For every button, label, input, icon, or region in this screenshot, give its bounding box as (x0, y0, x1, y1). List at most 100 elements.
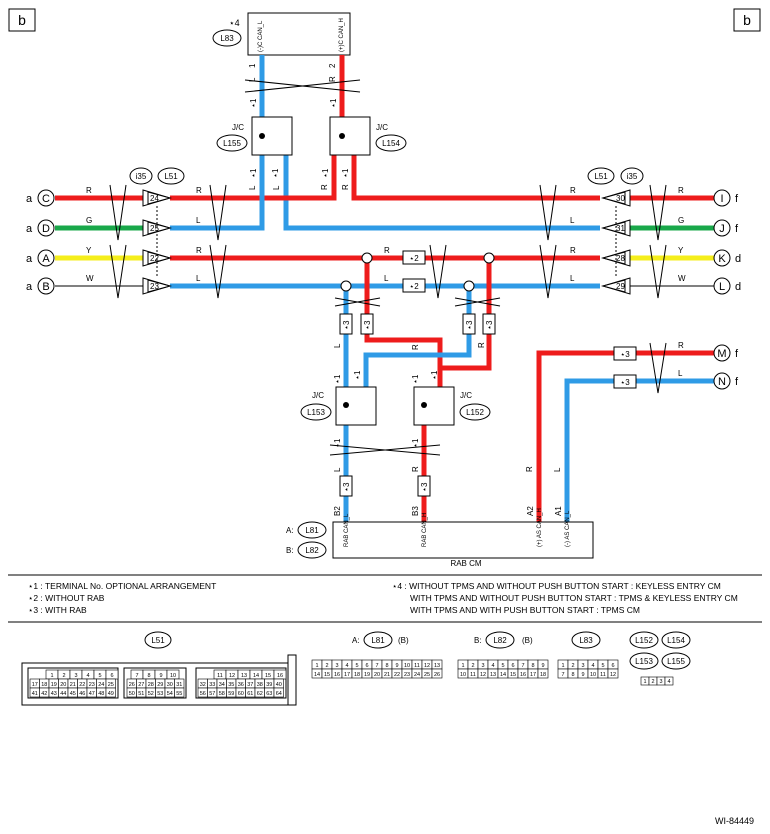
pin-number: 18 (354, 672, 360, 678)
page-marker-left: b (8, 8, 36, 32)
svg-text:L: L (196, 274, 201, 283)
svg-text:L: L (678, 369, 683, 378)
pin-number: 41 (32, 691, 38, 697)
jc-l154: J/C L154 (329, 116, 407, 156)
svg-text:R: R (411, 466, 420, 472)
svg-text:L51: L51 (151, 636, 165, 645)
svg-text:⋆1: ⋆1 (321, 168, 330, 178)
pin-number: 59 (228, 691, 234, 697)
pin-number: 9 (581, 672, 584, 678)
pin-number: 49 (108, 691, 114, 697)
svg-text:(+)C CAN_H: (+)C CAN_H (339, 18, 345, 52)
svg-text:RAB CAN_H: RAB CAN_H (422, 513, 428, 547)
svg-text:f: f (735, 376, 739, 388)
svg-text:a: a (26, 193, 33, 205)
svg-text:R: R (477, 342, 486, 348)
pin-number: 1 (561, 663, 564, 669)
pin-number: 44 (60, 691, 66, 697)
pin-number: 1 (461, 663, 464, 669)
pin-number: 7 (521, 663, 524, 669)
pin-number: 3 (659, 679, 662, 685)
pin-number: 45 (70, 691, 76, 697)
pin-number: 11 (414, 663, 420, 669)
pin-number: 39 (266, 682, 272, 688)
wire-labels: R G Y W R L R L R L R L R L R G Y W R L … (86, 63, 686, 472)
svg-text:⋆1: ⋆1 (333, 374, 342, 384)
pin-number: 17 (530, 672, 536, 678)
svg-text:A:: A: (286, 526, 294, 535)
svg-text:L153: L153 (635, 657, 653, 666)
pin-number: 19 (364, 672, 370, 678)
svg-text:⋆1: ⋆1 (249, 98, 258, 108)
svg-text:a: a (26, 253, 33, 265)
pin-number: 3 (581, 663, 584, 669)
svg-text:W: W (86, 274, 94, 283)
svg-text:⋆3: ⋆3 (420, 482, 429, 492)
svg-text:R: R (411, 344, 420, 350)
pin-number: 11 (217, 673, 223, 679)
svg-text:A:: A: (352, 636, 360, 645)
svg-text:28: 28 (616, 254, 625, 263)
svg-text:R: R (570, 186, 576, 195)
pin-number: 18 (41, 682, 47, 688)
pin-number: 47 (89, 691, 95, 697)
twist-symbols (109, 79, 667, 456)
svg-text:L154: L154 (382, 139, 400, 148)
svg-text:B2: B2 (333, 506, 342, 516)
svg-text:⋆3: ⋆3 (620, 378, 630, 387)
pin-cell (273, 687, 284, 698)
pin-number: 11 (600, 672, 606, 678)
pin-number: 12 (229, 673, 235, 679)
pin-number: 15 (510, 672, 516, 678)
svg-text:R: R (196, 186, 202, 195)
svg-text:J/C: J/C (376, 123, 388, 132)
pin-number: 61 (247, 691, 253, 697)
legend-right: ⋆4 : WITHOUT TPMS AND WITHOUT PUSH BUTTO… (392, 580, 738, 616)
pin-number: 26 (434, 672, 440, 678)
svg-text:L: L (196, 216, 201, 225)
pin-number: 43 (51, 691, 57, 697)
pin-number: 4 (591, 663, 594, 669)
pin-number: 56 (200, 691, 206, 697)
pin-number: 33 (209, 682, 215, 688)
svg-text:b: b (18, 12, 26, 28)
pin-cell (664, 676, 674, 686)
svg-text:2: 2 (328, 63, 337, 68)
pin-number: 20 (374, 672, 380, 678)
pin-number: 29 (157, 682, 163, 688)
svg-text:⋆1: ⋆1 (249, 168, 258, 178)
pin-number: 8 (147, 673, 150, 679)
note-2: ⋆2 : WITHOUT RAB (28, 593, 105, 603)
svg-text:L: L (272, 185, 281, 190)
pin-number: 9 (159, 673, 162, 679)
pin-number: 4 (86, 673, 89, 679)
pin-number: 15 (324, 672, 330, 678)
pin-number: 54 (167, 691, 173, 697)
svg-text:L: L (570, 216, 575, 225)
jc-l155: J/C L155 (216, 116, 293, 156)
pin-number: 10 (170, 673, 176, 679)
svg-text:(-)C CAN_L: (-)C CAN_L (258, 20, 264, 52)
svg-text:⋆3: ⋆3 (342, 320, 351, 330)
svg-text:24: 24 (150, 194, 159, 203)
pin-number: 24 (414, 672, 420, 678)
svg-text:L81: L81 (305, 526, 319, 535)
pin-number: 18 (540, 672, 546, 678)
pin-number: 13 (241, 673, 247, 679)
svg-text:L: L (570, 274, 575, 283)
svg-text:L: L (384, 274, 389, 283)
pin-number: 8 (571, 672, 574, 678)
svg-text:⋆1: ⋆1 (430, 370, 439, 380)
svg-text:L81: L81 (371, 636, 385, 645)
pin-number: 55 (176, 691, 182, 697)
splice-points (340, 252, 495, 292)
svg-text:L154: L154 (667, 636, 685, 645)
pin-number: 4 (667, 679, 670, 685)
pin-number: 15 (265, 673, 271, 679)
pin-number: 22 (394, 672, 400, 678)
pin-cell (537, 668, 549, 679)
svg-text:f: f (735, 223, 739, 235)
svg-text:J/C: J/C (460, 391, 472, 400)
pin-number: 58 (219, 691, 225, 697)
